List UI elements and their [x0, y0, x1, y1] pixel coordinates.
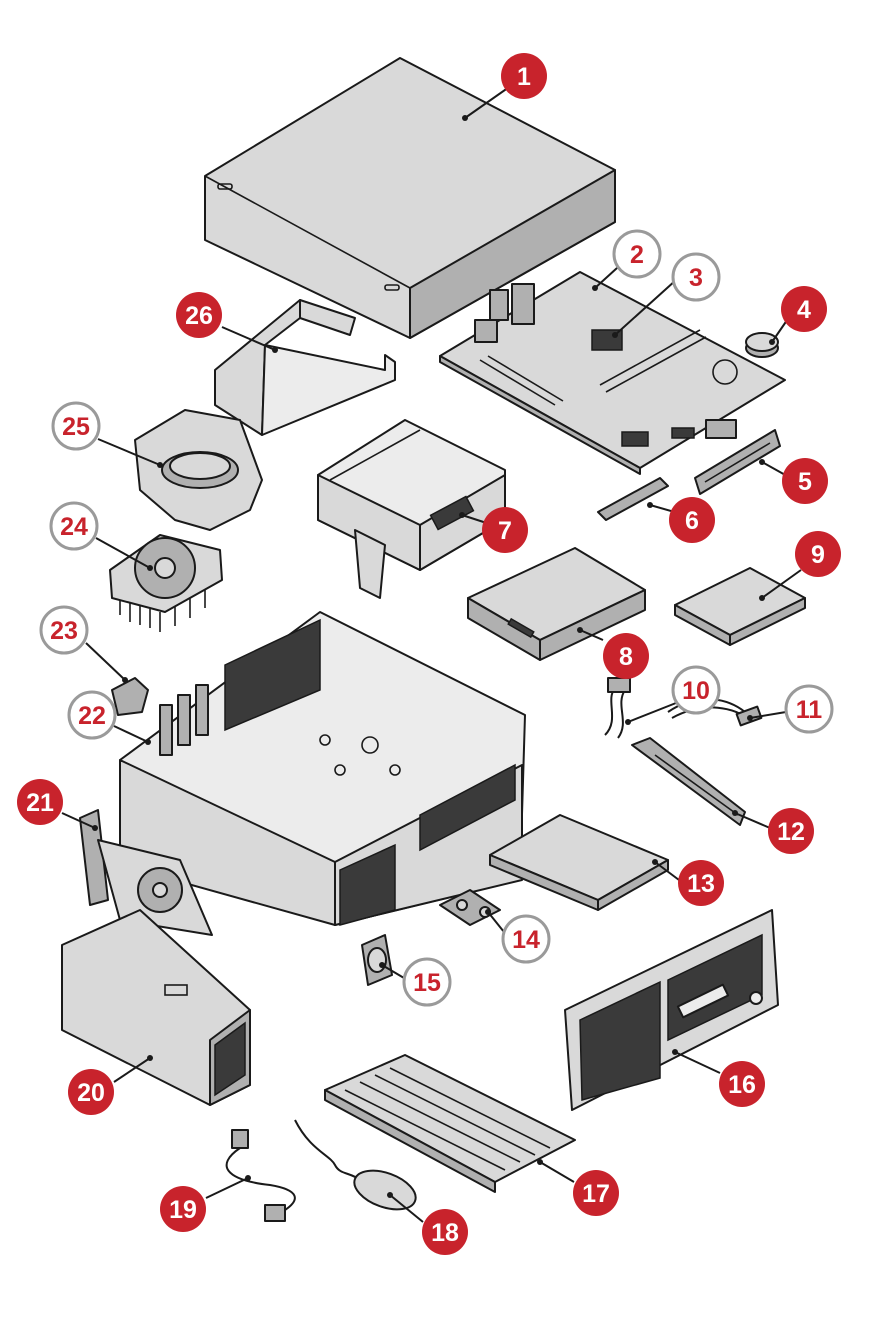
- callout-number: 1: [517, 63, 531, 91]
- storage-drive-3-5: [467, 547, 646, 661]
- callout-number: 6: [685, 507, 699, 535]
- callout-8: 8: [603, 633, 649, 679]
- callout-number: 18: [431, 1219, 459, 1247]
- callout-3: 3: [671, 252, 721, 302]
- callout-24: 24: [49, 501, 99, 551]
- callout-21: 21: [17, 779, 63, 825]
- callout-15: 15: [402, 957, 452, 1007]
- drive-bay-bracket: [317, 419, 506, 599]
- callout-number: 26: [185, 302, 213, 330]
- callout-23: 23: [39, 605, 89, 655]
- callout-number: 22: [78, 702, 106, 730]
- graphics-card: [79, 809, 213, 936]
- callout-number: 10: [682, 677, 710, 705]
- callout-11: 11: [784, 684, 834, 734]
- internal-speaker: [361, 934, 393, 986]
- memory-module: [694, 429, 781, 495]
- callout-2: 2: [612, 229, 662, 279]
- heat-sink-fan-assembly: [109, 534, 223, 632]
- callout-6: 6: [669, 497, 715, 543]
- system-board: [439, 271, 786, 475]
- optical-drive: [489, 814, 669, 911]
- callout-number: 24: [60, 513, 88, 541]
- callout-number: 23: [50, 617, 78, 645]
- air-baffle: [214, 299, 396, 436]
- drive-bracket-rail: [631, 737, 746, 826]
- m2-ssd: [597, 477, 669, 521]
- callout-number: 7: [498, 517, 512, 545]
- callout-5: 5: [782, 458, 828, 504]
- callout-number: 2: [630, 241, 644, 269]
- callout-number: 9: [811, 541, 825, 569]
- power-supply: [61, 909, 251, 1106]
- callout-20: 20: [68, 1069, 114, 1115]
- callout-22: 22: [67, 690, 117, 740]
- fan-duct: [134, 409, 263, 531]
- callout-14: 14: [501, 914, 551, 964]
- callout-number: 16: [728, 1071, 756, 1099]
- callout-19: 19: [160, 1186, 206, 1232]
- callout-10: 10: [671, 665, 721, 715]
- storage-drive-2-5: [674, 567, 806, 646]
- callout-13: 13: [678, 860, 724, 906]
- callout-number: 14: [512, 926, 540, 954]
- callout-4: 4: [781, 286, 827, 332]
- callout-26: 26: [176, 292, 222, 338]
- callout-12: 12: [768, 808, 814, 854]
- callout-number: 12: [777, 818, 805, 846]
- power-cord: [225, 1129, 296, 1222]
- mouse: [294, 1119, 417, 1211]
- callout-number: 19: [169, 1196, 197, 1224]
- callout-number: 21: [26, 789, 54, 817]
- callout-number: 3: [689, 264, 703, 292]
- callout-number: 11: [796, 696, 823, 724]
- callout-number: 15: [413, 969, 441, 997]
- chassis: [119, 611, 526, 926]
- callout-1: 1: [501, 53, 547, 99]
- keyboard: [324, 1054, 576, 1193]
- coin-cell-battery: [745, 332, 779, 358]
- callout-number: 25: [62, 413, 90, 441]
- leader-lines: [61, 77, 802, 1223]
- callout-9: 9: [795, 531, 841, 577]
- front-bezel: [564, 909, 779, 1111]
- callout-number: 20: [77, 1079, 105, 1107]
- callout-7: 7: [482, 507, 528, 553]
- callout-number: 5: [798, 468, 812, 496]
- computer-cover: [204, 57, 616, 339]
- callout-number: 13: [687, 870, 715, 898]
- callout-number: 4: [797, 296, 811, 324]
- callout-number: 17: [582, 1180, 610, 1208]
- cover-presence-switch: [111, 677, 149, 716]
- callout-17: 17: [573, 1170, 619, 1216]
- callout-16: 16: [719, 1061, 765, 1107]
- callout-18: 18: [422, 1209, 468, 1255]
- callout-25: 25: [51, 401, 101, 451]
- callout-number: 8: [619, 643, 633, 671]
